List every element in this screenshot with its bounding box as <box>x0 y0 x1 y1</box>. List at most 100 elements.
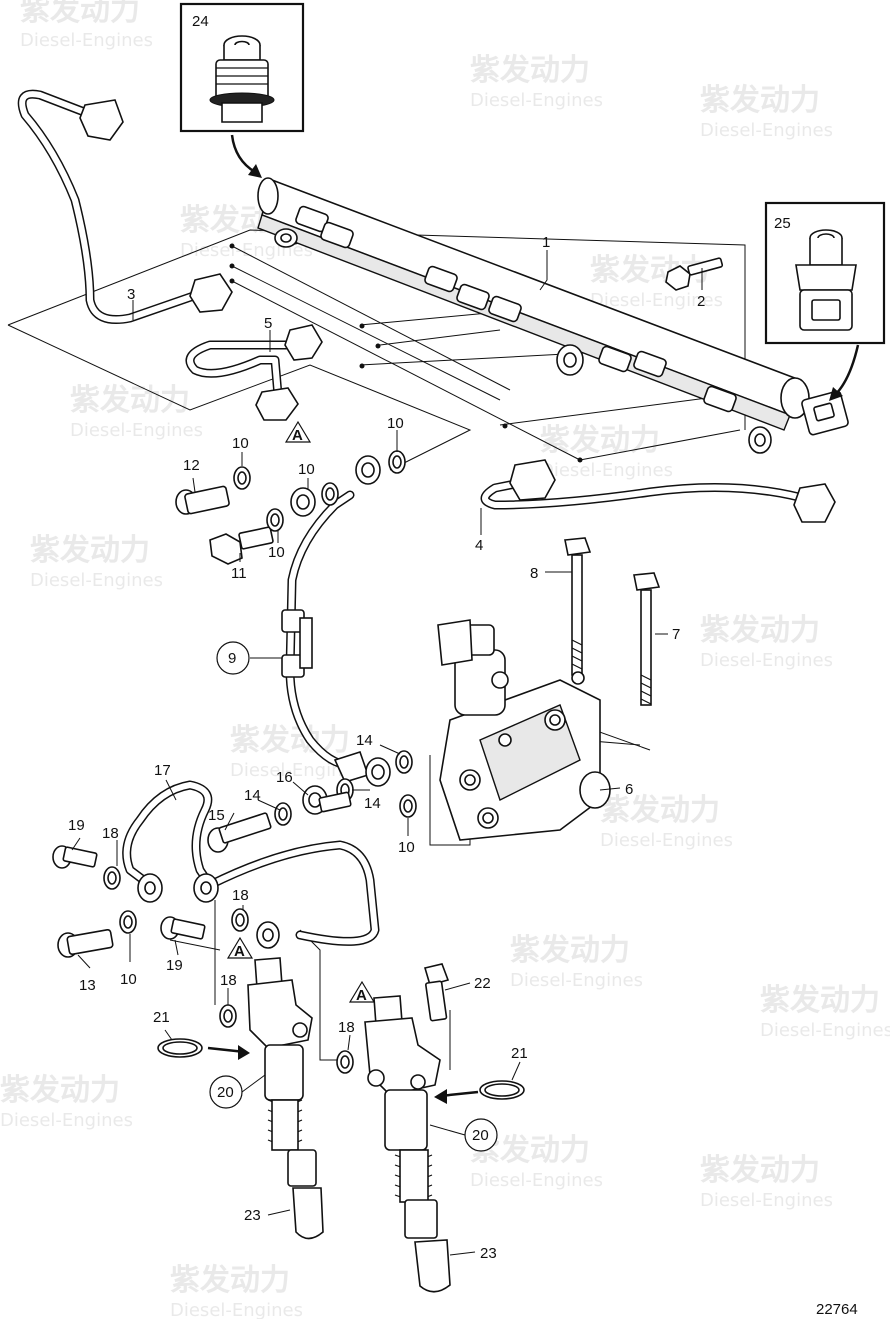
callout-10b: 10 <box>298 461 315 478</box>
banjo-bolt-12 <box>175 485 230 515</box>
callout-5: 5 <box>264 315 272 332</box>
watermark-text-en: Diesel-Engines <box>230 760 363 781</box>
unit-injector-left <box>247 957 324 1240</box>
low-pressure-fuel-line <box>281 490 370 783</box>
callout-14a: 14 <box>356 732 373 749</box>
unit-injector-right <box>364 995 451 1293</box>
callout-23a: 23 <box>244 1207 261 1224</box>
callout-14b: 14 <box>244 787 261 804</box>
banjo-bolt-11 <box>209 526 274 565</box>
watermark-text: 紫发动力 <box>0 1073 120 1108</box>
watermark-text: 紫发动力 <box>510 933 630 968</box>
callout-21a: 21 <box>153 1009 170 1026</box>
fuel-rail <box>257 177 849 436</box>
callout-18b: 18 <box>232 887 249 904</box>
callout-labels: 1 2 3 4 5 6 7 8 9 10 10 10 10 10 10 11 1… <box>68 13 791 1262</box>
callout-2: 2 <box>697 293 705 310</box>
callout-18c: 18 <box>220 972 237 989</box>
callout-14c: 14 <box>364 795 381 812</box>
watermark-text: 紫发动力 <box>760 983 880 1018</box>
callout-13: 13 <box>79 977 96 994</box>
watermark-text: 紫发动力 <box>600 793 720 828</box>
banjo-bolt-13 <box>57 928 114 958</box>
callout-18d: 18 <box>338 1019 355 1036</box>
rail-ports <box>274 205 772 454</box>
inset-rail-pressure-sensor <box>764 201 886 345</box>
callout-20b-circle <box>464 1118 498 1152</box>
callout-10c: 10 <box>387 415 404 432</box>
inset-pressure-relief-valve <box>179 2 305 133</box>
watermark-text: 紫发动力 <box>30 533 150 568</box>
callout-3: 3 <box>127 286 135 303</box>
callout-10a: 10 <box>232 435 249 452</box>
injector-clamp-bolt <box>423 963 450 1022</box>
watermark-text: 紫发动力 <box>70 383 190 418</box>
watermark-text-en: Diesel-Engines <box>700 120 833 141</box>
watermark-text-en: Diesel-Engines <box>700 650 833 671</box>
callout-19a: 19 <box>68 817 85 834</box>
watermark-text: 紫发动力 <box>230 723 350 758</box>
watermark-text: 紫发动力 <box>700 83 820 118</box>
watermark-text-en: Diesel-Engines <box>600 830 733 851</box>
callout-4: 4 <box>475 537 483 554</box>
banjo-bolts-19 <box>52 845 206 940</box>
fuel-line-17 <box>122 780 380 949</box>
banjo-bolt-15 <box>207 812 272 853</box>
injector-o-rings <box>157 1038 525 1100</box>
connection-dots <box>229 243 583 463</box>
pump-bolt-7 <box>633 572 661 706</box>
callout-19b: 19 <box>166 957 183 974</box>
callout-25: 25 <box>774 215 791 232</box>
callout-17: 17 <box>154 762 171 779</box>
watermark-text-en: Diesel-Engines <box>510 970 643 991</box>
banjo-fittings-lower <box>302 757 391 815</box>
watermark-text-en: Diesel-Engines <box>170 1300 303 1319</box>
high-pressure-pipe-5 <box>185 324 323 421</box>
callout-10f: 10 <box>120 971 137 988</box>
callout-21b: 21 <box>511 1045 528 1062</box>
washers <box>103 450 417 1074</box>
callout-24: 24 <box>192 13 209 30</box>
watermark-text: 紫发动力 <box>170 1263 290 1298</box>
callout-leaders <box>71 250 703 1256</box>
watermark-text: 紫发动力 <box>20 0 140 28</box>
callout-12: 12 <box>183 457 200 474</box>
watermark-text-en: Diesel-Engines <box>760 1020 890 1041</box>
callout-7: 7 <box>672 626 680 643</box>
watermark-text: 紫发动力 <box>700 613 820 648</box>
high-pressure-pipe-3 <box>17 89 233 324</box>
callout-8: 8 <box>530 565 538 582</box>
pump-bolt-8 <box>564 537 592 676</box>
callout-20a-circle <box>209 1075 243 1109</box>
reference-mark-a: A <box>234 943 245 960</box>
watermark-text-en: Diesel-Engines <box>700 1190 833 1211</box>
callout-16: 16 <box>276 769 293 786</box>
watermark-text-en: Diesel-Engines <box>470 1170 603 1191</box>
banjo-fittings-upper <box>290 455 381 517</box>
callout-1: 1 <box>542 234 550 251</box>
figure-number: 22764 <box>816 1301 858 1318</box>
watermark-text-en: Diesel-Engines <box>20 30 153 51</box>
reference-marks: A A A <box>226 420 376 1004</box>
watermark-text: 紫发动力 <box>540 423 660 458</box>
callout-20b: 20 <box>472 1127 489 1144</box>
watermark-text-en: Diesel-Engines <box>0 1110 133 1131</box>
watermark-text-en: Diesel-Engines <box>30 570 163 591</box>
callout-10e: 10 <box>398 839 415 856</box>
callout-9-circle <box>216 641 250 675</box>
callout-15: 15 <box>208 807 225 824</box>
callout-6: 6 <box>625 781 633 798</box>
callout-10d: 10 <box>268 544 285 561</box>
watermark-text-en: Diesel-Engines <box>590 290 723 311</box>
rail-mounting-bolt <box>665 257 724 291</box>
watermark-text: 紫发动力 <box>470 53 590 88</box>
callout-18a: 18 <box>102 825 119 842</box>
callout-20a: 20 <box>217 1084 234 1101</box>
watermark-text: 紫发动力 <box>700 1153 820 1188</box>
fuel-pump-assembly <box>437 619 611 841</box>
callout-22: 22 <box>474 975 491 992</box>
callout-23b: 23 <box>480 1245 497 1262</box>
install-arrows <box>207 134 860 1104</box>
